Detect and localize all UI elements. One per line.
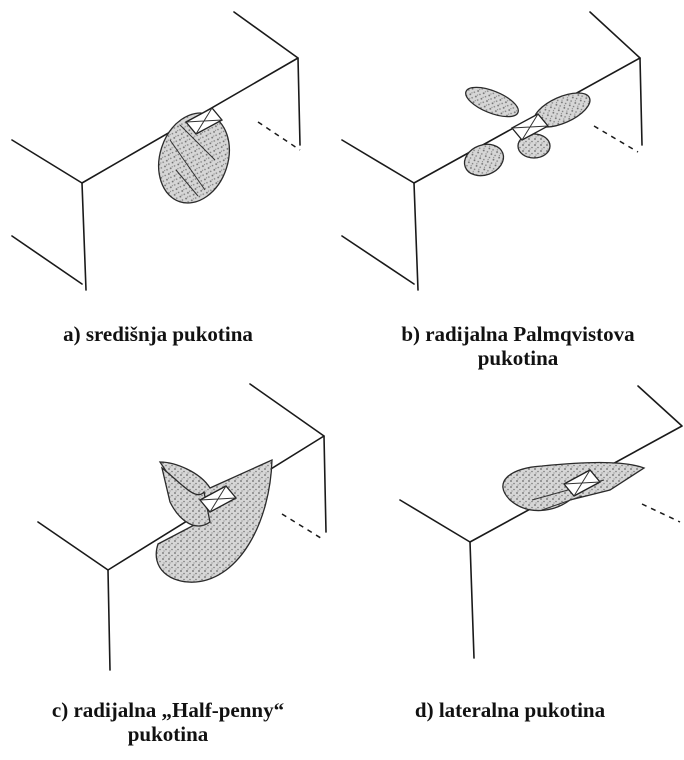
caption-b-line-2: pukotina <box>477 346 559 370</box>
caption-b-line-1: b) radijalna Palmqvistova <box>401 322 635 346</box>
diagram-half-penny-crack <box>37 383 327 671</box>
specimen-block <box>11 11 301 291</box>
caption-c: c) radijalna „Half-penny“ pukotina <box>18 698 318 746</box>
diagram-palmqvist-crack <box>341 11 643 291</box>
caption-d-line-1: d) lateralna pukotina <box>414 698 606 722</box>
specimen-block <box>37 383 327 671</box>
half-penny-crack <box>155 458 273 583</box>
caption-a-line-1: a) središnja pukotina <box>63 322 253 346</box>
caption-d: d) lateralna pukotina <box>380 698 640 722</box>
caption-a: a) središnja pukotina <box>18 322 298 346</box>
indentation-mark <box>184 107 224 135</box>
caption-c-line-2: pukotina <box>127 722 209 746</box>
diagram-lateral-crack <box>399 385 683 659</box>
indentation-mark <box>510 113 550 141</box>
caption-c-line-1: c) radijalna „Half-penny“ <box>51 698 285 722</box>
specimen-block <box>399 385 683 659</box>
indentation-mark <box>198 485 238 513</box>
diagram-median-crack <box>11 11 301 291</box>
caption-b: b) radijalna Palmqvistova pukotina <box>368 322 668 370</box>
indentation-mark <box>562 469 602 497</box>
